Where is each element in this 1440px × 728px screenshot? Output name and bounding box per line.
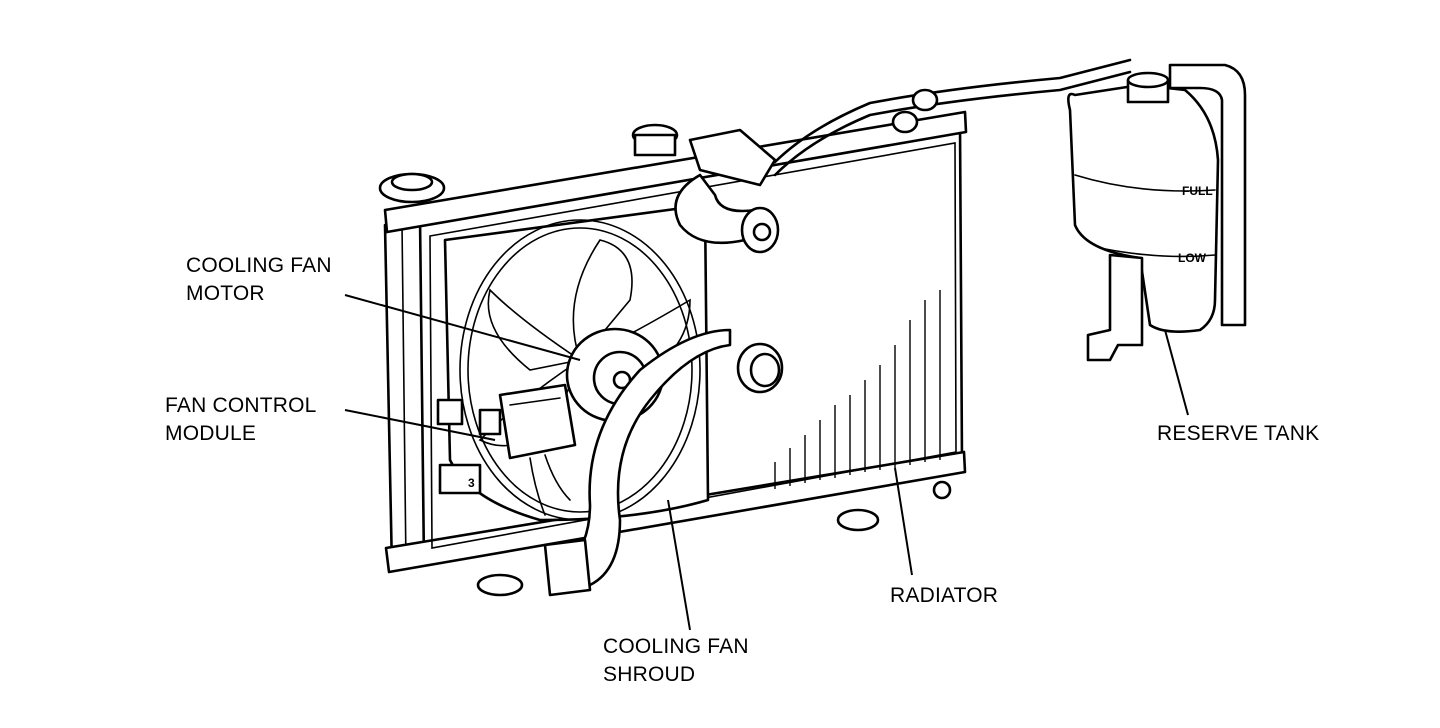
leader-fan-control-module xyxy=(344,409,496,441)
fan-assembly-drawing: 3 xyxy=(436,203,710,522)
leader-radiator xyxy=(894,467,913,576)
upper-hose-drawing xyxy=(674,128,780,254)
label-cooling-fan-shroud: COOLING FAN SHROUD xyxy=(603,635,749,686)
label-radiator: RADIATOR xyxy=(890,584,999,607)
leader-cooling-fan-shroud xyxy=(667,499,691,631)
label-reserve-tank: RESERVE TANK xyxy=(1157,422,1320,445)
radiator-fins xyxy=(774,290,941,489)
leader-cooling-fan-motor xyxy=(344,294,581,361)
svg-text:3: 3 xyxy=(468,476,475,490)
overflow-hose-drawing xyxy=(773,70,1132,177)
label-cooling-fan-motor: COOLING FAN MOTOR xyxy=(186,254,332,305)
label-fan-control-module: FAN CONTROL MODULE xyxy=(165,394,317,445)
full-mark: FULL xyxy=(1182,184,1213,198)
lower-hose-drawing xyxy=(543,328,784,597)
reserve-tank-drawing: FULL LOW xyxy=(1067,63,1247,362)
low-mark: LOW xyxy=(1178,251,1207,265)
leader-reserve-tank xyxy=(1164,329,1189,416)
leader-lines xyxy=(344,294,1189,631)
